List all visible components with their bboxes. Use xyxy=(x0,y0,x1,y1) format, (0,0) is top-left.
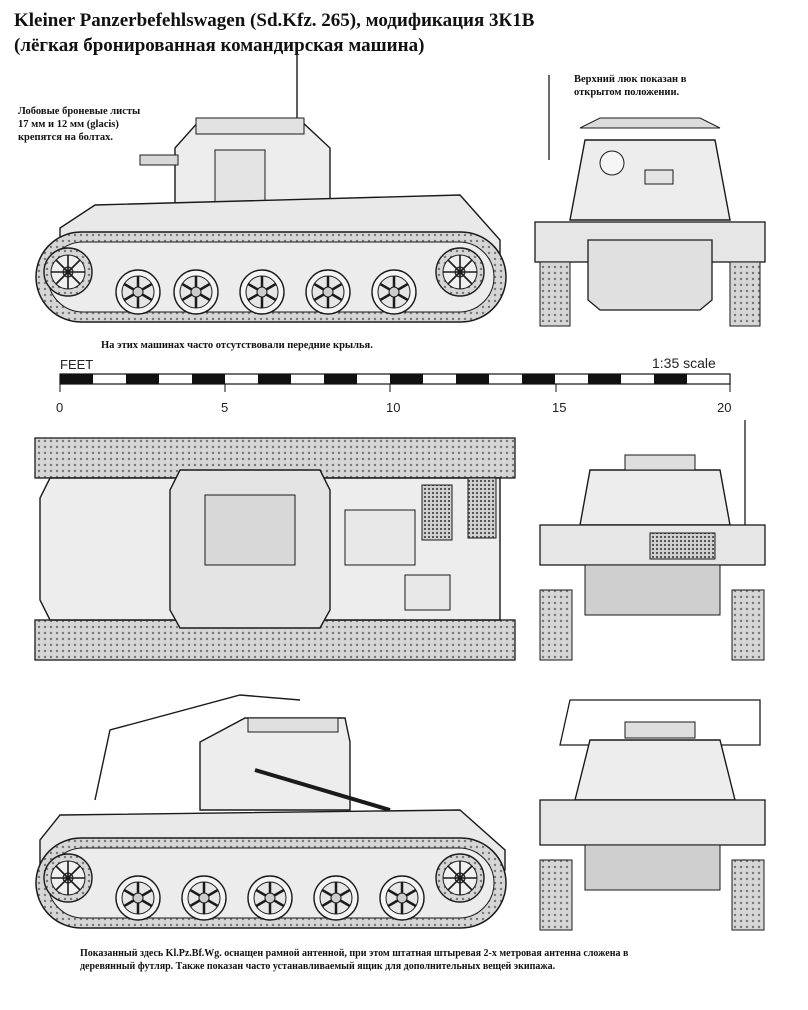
superstructure-rear xyxy=(579,469,731,526)
engine-louvres xyxy=(421,484,453,541)
title-line-2: (лёгкая бронированная командирская машин… xyxy=(14,35,425,56)
hatch-note-line-2: открытом положении. xyxy=(574,87,680,98)
side-view-left xyxy=(35,50,507,323)
fenders xyxy=(539,799,766,846)
title-line-1: Kleiner Panzerbefehlswagen (Sd.Kfz. 265)… xyxy=(14,10,535,31)
glacis-note: Лобовые броневые листы 17 мм и 12 мм (gl… xyxy=(18,105,140,144)
bottom-caption: Показанный здесь Kl.Pz.Bf.Wg. оснащен ра… xyxy=(80,947,628,973)
left-track xyxy=(539,261,571,327)
hatch-note-line-1: Верхний люк показан в xyxy=(574,74,687,85)
right-track xyxy=(729,261,761,327)
cupola-rear xyxy=(624,454,696,471)
scale-tick-0: 0 xyxy=(56,400,64,415)
top-view xyxy=(34,437,516,661)
bottom-caption-line-1: Показанный здесь Kl.Pz.Bf.Wg. оснащен ра… xyxy=(80,948,629,959)
left-track xyxy=(539,859,573,931)
road-wheel xyxy=(180,874,228,922)
cupola-hatch xyxy=(204,494,296,566)
scale-unit-label: FEET xyxy=(60,357,94,372)
rear-grille xyxy=(649,532,716,560)
road-wheel xyxy=(246,874,294,922)
idler-wheel xyxy=(435,853,485,903)
glacis-note-line-2: 17 мм и 12 мм (glacis) xyxy=(18,119,119,130)
mg-mount xyxy=(139,154,179,166)
fenders-note: На этих машинах часто отсутствовали пере… xyxy=(101,340,373,351)
engine-deck-panel xyxy=(404,574,451,611)
scale-tick-15: 15 xyxy=(552,400,567,415)
glacis-note-line-1: Лобовые броневые листы xyxy=(18,106,141,117)
rear-view xyxy=(539,420,766,661)
right-track-rear xyxy=(731,589,765,661)
scale-tick-20: 20 xyxy=(717,400,732,415)
front-view xyxy=(534,75,766,327)
antenna-case xyxy=(254,768,391,812)
drive-sprocket xyxy=(43,247,93,297)
scale-ratio-label: 1:35 scale xyxy=(652,355,716,371)
road-wheel xyxy=(378,874,426,922)
frame-antenna xyxy=(94,694,301,801)
hull-plate xyxy=(584,844,721,891)
scale-bar xyxy=(59,373,731,392)
glacis xyxy=(587,239,713,311)
engine-deck-hatch xyxy=(344,509,416,566)
road-wheel xyxy=(114,268,162,316)
right-track xyxy=(731,859,765,931)
cupola xyxy=(195,117,305,135)
road-wheel xyxy=(370,268,418,316)
road-wheel xyxy=(172,268,220,316)
front-view-frame-antenna xyxy=(539,699,766,931)
scale-tick-10: 10 xyxy=(386,400,401,415)
cupola xyxy=(624,721,696,739)
hatch-note: Верхний люк показан в открытом положении… xyxy=(574,73,686,99)
rear-hull-plate xyxy=(584,564,721,616)
road-wheel xyxy=(304,268,352,316)
road-wheel xyxy=(114,874,162,922)
superstructure-front xyxy=(574,739,736,801)
left-track-rear xyxy=(539,589,573,661)
drive-sprocket xyxy=(43,853,93,903)
road-wheel xyxy=(312,874,360,922)
side-view-right-frame-antenna xyxy=(35,694,507,929)
open-hatch xyxy=(579,117,721,129)
cupola xyxy=(247,717,339,733)
road-wheel xyxy=(238,268,286,316)
side-hatch xyxy=(214,149,266,203)
diagram-title: Kleiner Panzerbefehlswagen (Sd.Kfz. 265)… xyxy=(14,8,794,58)
glacis-note-line-3: крепятся на болтах. xyxy=(18,132,113,143)
bottom-caption-line-2: деревянный футляр. Также показан часто у… xyxy=(80,961,556,972)
mg-port xyxy=(599,150,625,176)
scale-tick-5: 5 xyxy=(221,400,229,415)
visor xyxy=(644,169,674,185)
idler-wheel xyxy=(435,247,485,297)
radiator-grille xyxy=(467,477,497,539)
